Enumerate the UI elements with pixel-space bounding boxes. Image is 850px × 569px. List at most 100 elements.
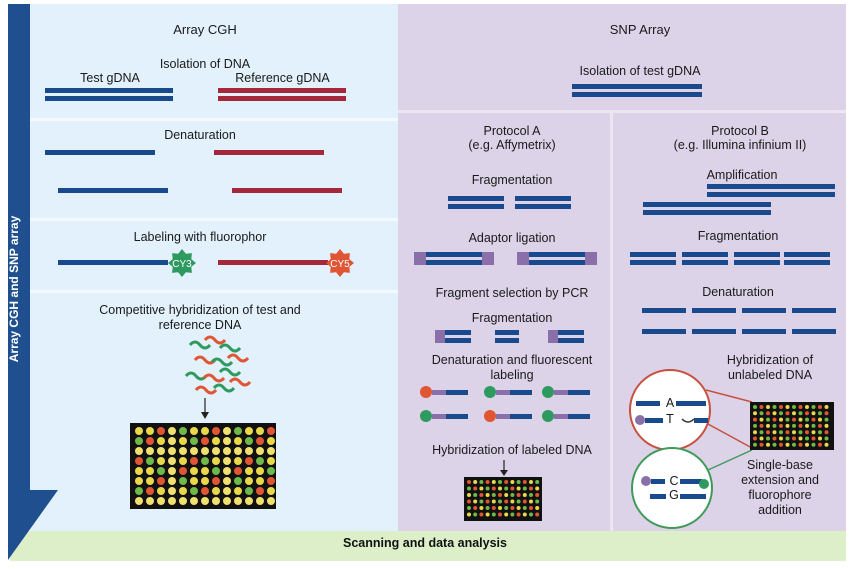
cgh-spot-81: [168, 487, 176, 495]
pb-spot-18: [792, 411, 796, 416]
protocol-b-fragmentation-label: Fragmentation: [697, 229, 779, 243]
pb-spot-60: [753, 436, 757, 441]
denaturation-labeling-label: Denaturation and fluorescent labeling: [431, 353, 593, 382]
pa-spot-30: [504, 493, 509, 497]
cgh-band-2: [30, 290, 398, 293]
pb-spot-27: [772, 417, 777, 422]
pa-probe-2-ball: [484, 386, 496, 398]
cgh-spot-55: [168, 467, 176, 475]
cgh-spot-33: [212, 447, 220, 455]
pb-spot-12: [753, 411, 757, 416]
pa-probe-2-adp: [496, 390, 510, 395]
cgh-spot-84: [201, 487, 209, 495]
pb-spot-61: [759, 436, 764, 441]
pa-spot-11: [535, 480, 540, 484]
pa-probe-1-adp: [432, 390, 446, 395]
pa-adaptor-2-b: [517, 260, 597, 265]
cgh-spot-74: [234, 477, 242, 485]
cgh-spot-3: [168, 427, 176, 435]
pb-spot-47: [824, 423, 829, 428]
pa-spot-50: [479, 506, 484, 510]
pb-frag-3-a: [784, 252, 830, 257]
pa-spot-46: [529, 499, 533, 504]
cgh-spot-48: [234, 457, 242, 465]
pa-spot-43: [510, 499, 515, 504]
cgh-spot-2: [157, 427, 165, 435]
cgh-spot-71: [201, 477, 209, 485]
pa-spot-38: [479, 499, 484, 504]
cgh-spot-7: [212, 427, 220, 435]
cgh-spot-90: [267, 487, 275, 495]
cgh-spot-100: [234, 497, 242, 505]
pb-spot-55: [798, 430, 803, 435]
cgh-spot-16: [168, 437, 176, 445]
pb-spot-83: [824, 442, 829, 447]
pb-spot-71: [824, 436, 829, 441]
pa-probe-5-ball: [484, 410, 496, 422]
mixed-dna-11: [228, 377, 252, 387]
mixed-dna-9: [194, 385, 218, 395]
pb-spot-65: [785, 436, 790, 441]
cgh-spot-78: [135, 487, 143, 495]
protocol-b-subtitle: (e.g. Illumina infinium II): [673, 138, 807, 152]
mixed-dna-6: [184, 371, 208, 381]
pb-spot-37: [759, 423, 764, 428]
cgh-spot-29: [168, 447, 176, 455]
pb-spot-35: [824, 417, 829, 422]
cgh-microarray: [130, 423, 276, 509]
pa-probe-1-dna: [446, 390, 468, 395]
snp-title: SNP Array: [609, 22, 671, 37]
cgh-spot-1: [146, 427, 154, 435]
cy3-text: CY3: [172, 259, 192, 270]
pb-spot-70: [818, 436, 822, 441]
cgh-spot-80: [157, 487, 165, 495]
cgh-spot-66: [146, 477, 154, 485]
pa-frag2-2-a: [495, 330, 519, 335]
pb-frag-2-b: [734, 260, 780, 265]
pb-spot-32: [805, 417, 809, 422]
cgh-spot-5: [190, 427, 198, 435]
cgh-spot-12: [267, 427, 275, 435]
pb-spot-11: [824, 405, 829, 409]
pa-spot-68: [516, 512, 521, 517]
pb-spot-33: [811, 417, 816, 422]
pb-spot-46: [818, 423, 822, 428]
pb-spot-52: [779, 430, 783, 435]
hyb-unlabeled-label: Hybridization of unlabeled DNA: [726, 353, 814, 382]
pb-spot-28: [779, 417, 783, 422]
cgh-spot-28: [157, 447, 165, 455]
cgh-spot-21: [223, 437, 231, 445]
pb-spot-75: [772, 442, 777, 447]
test-labeled-strand: [58, 260, 168, 265]
fragment-selection-label: Fragment selection by PCR: [435, 286, 589, 300]
pa-spot-41: [498, 499, 502, 504]
protocol-a-fragmentation-label: Fragmentation: [471, 173, 553, 187]
pa-spot-42: [504, 499, 509, 504]
pb-spot-76: [779, 442, 783, 447]
protocol-b-denaturation-label: Denaturation: [702, 285, 774, 299]
pb-spot-82: [818, 442, 822, 447]
pa-frag2-1-b: [435, 338, 471, 343]
cgh-spot-101: [245, 497, 253, 505]
bottom-lower-left: [650, 494, 666, 499]
pb-spot-59: [824, 430, 829, 435]
pb-spot-14: [766, 411, 770, 416]
cgh-spot-10: [245, 427, 253, 435]
cgh-spot-69: [179, 477, 187, 485]
snp-gdna-strand-a: [572, 84, 702, 89]
pa-spot-44: [516, 499, 521, 504]
pb-spot-3: [772, 405, 777, 409]
pa-frag-2-b: [515, 204, 571, 209]
pa-spot-27: [485, 493, 490, 497]
cgh-spot-62: [245, 467, 253, 475]
top-link: [681, 418, 695, 423]
pa-spot-45: [522, 499, 527, 504]
pb-spot-4: [779, 405, 783, 409]
pa-probe-6-adp: [554, 414, 568, 419]
pa-spot-26: [479, 493, 484, 497]
cgh-spot-20: [212, 437, 220, 445]
snp-isolation-label: Isolation of test gDNA: [579, 64, 701, 78]
cgh-hybridization-label: Competitive hybridization of test and re…: [99, 303, 301, 332]
pb-spot-62: [766, 436, 770, 441]
